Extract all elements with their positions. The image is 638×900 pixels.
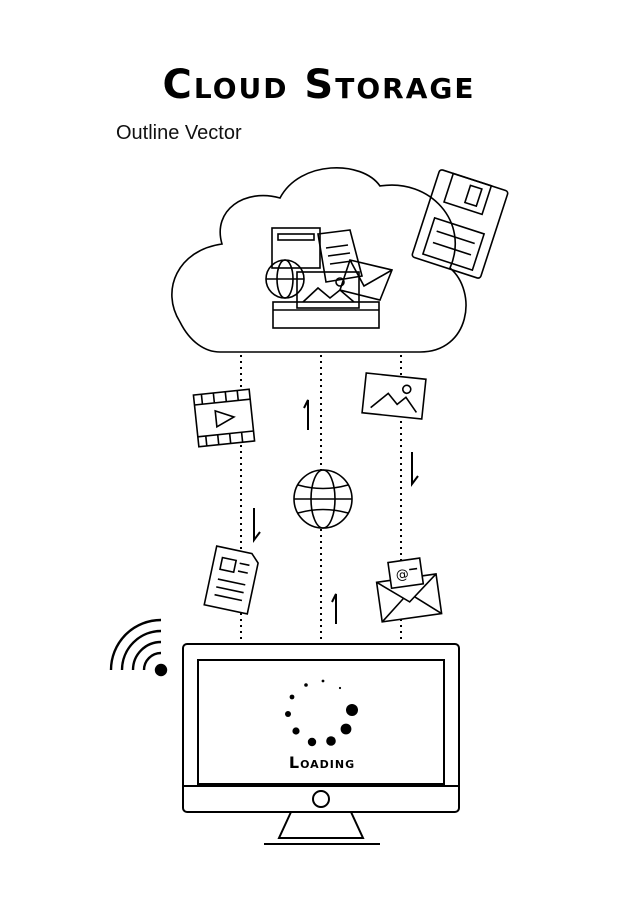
wifi-icon [109, 618, 168, 677]
monitor-icon [182, 643, 460, 845]
document-icon [203, 545, 259, 615]
floppy-disk-icon [411, 169, 509, 279]
page-subtitle: Outline Vector [116, 122, 242, 144]
cloud-icon [171, 167, 467, 353]
down-arrow-icon [253, 452, 419, 543]
loading-label: Loading [288, 753, 356, 772]
up-arrow-icon [303, 399, 337, 624]
svg-text:@: @ [395, 567, 410, 584]
email-icon: @ [375, 557, 443, 623]
image-file-icon [361, 372, 427, 420]
page-title: Cloud Storage [162, 62, 476, 108]
loading-spinner-icon [285, 679, 358, 747]
globe-icon [293, 469, 353, 529]
folder-tray-icon [265, 227, 394, 329]
video-file-icon [192, 388, 256, 448]
